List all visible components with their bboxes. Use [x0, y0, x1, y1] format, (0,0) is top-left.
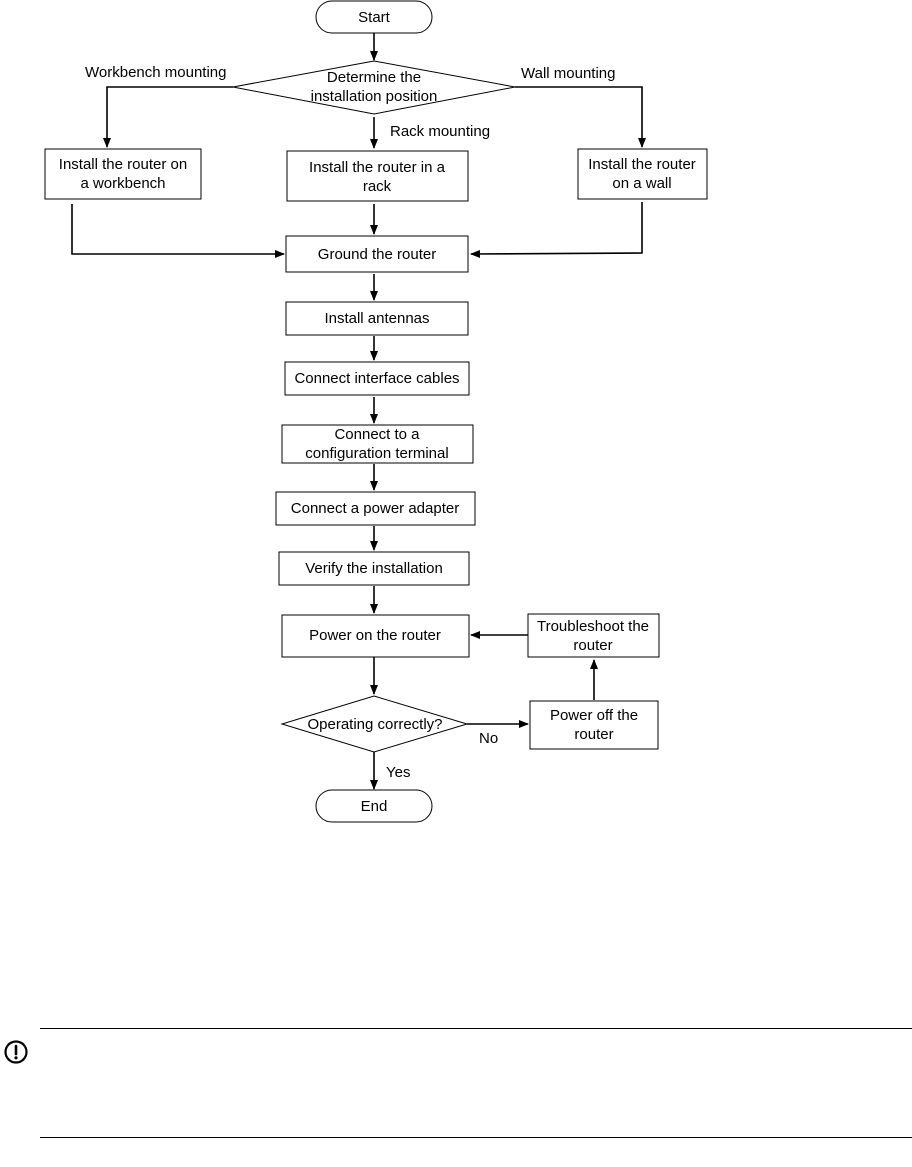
no-label: No — [479, 730, 498, 747]
rack-install-line2: rack — [363, 178, 392, 195]
connect-cables-label: Connect interface cables — [294, 370, 459, 387]
rack-branch-label: Rack mounting — [390, 123, 490, 140]
power-off-line2: router — [574, 726, 613, 743]
connect-terminal-step: Connect to a configuration terminal — [281, 424, 474, 464]
operating-correctly-label: Operating correctly? — [307, 716, 442, 733]
operating-correctly-decision: Operating correctly? — [280, 695, 469, 753]
troubleshoot-line1: Troubleshoot the — [537, 618, 649, 635]
connect-power-adapter-step: Connect a power adapter — [275, 491, 476, 526]
caution-icon — [4, 1040, 28, 1064]
ground-router-label: Ground the router — [318, 246, 436, 263]
note-top-rule — [40, 1028, 912, 1029]
yes-label: Yes — [386, 764, 410, 781]
wall-branch-label: Wall mounting — [521, 65, 615, 82]
start-label: Start — [358, 9, 391, 26]
install-antennas-label: Install antennas — [324, 310, 429, 327]
install-antennas-step: Install antennas — [285, 301, 469, 336]
end-node: End — [315, 789, 433, 823]
end-label: End — [361, 798, 388, 815]
workbench-branch-label: Workbench mounting — [85, 64, 226, 81]
determine-label-line1: Determine the — [327, 69, 421, 86]
workbench-install-step: Install the router on a workbench — [44, 148, 202, 200]
determine-position-decision: Determine the installation position — [232, 60, 516, 115]
rack-install-step: Install the router in a rack — [286, 150, 469, 202]
note-bottom-rule — [40, 1137, 912, 1138]
wall-install-line1: Install the router — [588, 156, 696, 173]
workbench-install-line1: Install the router on — [59, 156, 187, 173]
connector-lines — [71, 33, 646, 790]
power-on-label: Power on the router — [309, 627, 441, 644]
verify-installation-step: Verify the installation — [278, 551, 470, 586]
ground-router-step: Ground the router — [285, 235, 469, 273]
wall-install-line2: on a wall — [612, 175, 671, 192]
determine-label-line2: installation position — [311, 88, 438, 105]
power-off-step: Power off the router — [529, 700, 659, 750]
connect-power-adapter-label: Connect a power adapter — [291, 500, 459, 517]
verify-installation-label: Verify the installation — [305, 560, 443, 577]
troubleshoot-step: Troubleshoot the router — [527, 613, 660, 658]
connect-cables-step: Connect interface cables — [284, 361, 470, 396]
power-off-line1: Power off the — [550, 707, 638, 724]
wall-install-step: Install the router on a wall — [577, 148, 708, 200]
start-node: Start — [315, 0, 433, 34]
rack-install-line1: Install the router in a — [309, 159, 446, 176]
power-on-step: Power on the router — [281, 614, 470, 658]
troubleshoot-line2: router — [573, 637, 612, 654]
connect-terminal-line1: Connect to a — [334, 426, 420, 443]
connect-terminal-line2: configuration terminal — [305, 445, 448, 462]
workbench-install-line2: a workbench — [80, 175, 165, 192]
